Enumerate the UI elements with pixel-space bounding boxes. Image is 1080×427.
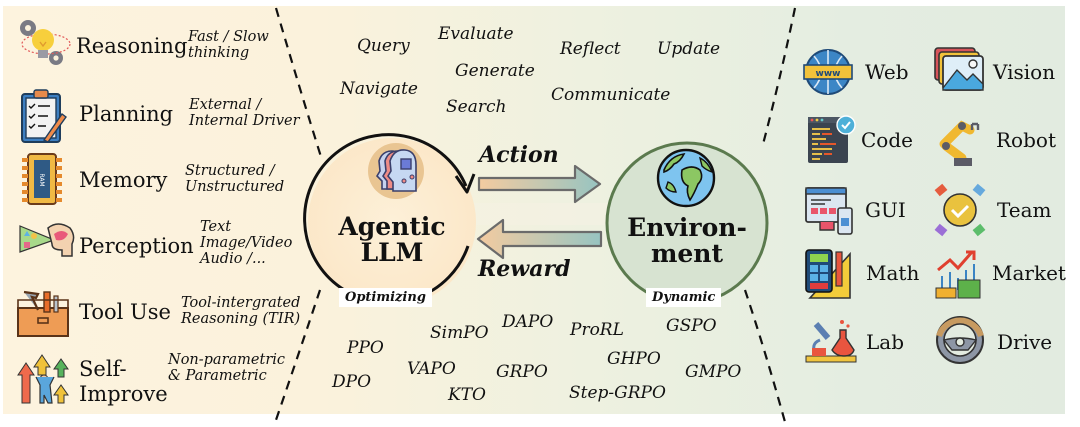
capability-planning-label: Planning bbox=[79, 102, 174, 126]
eye-head-perception-icon bbox=[19, 223, 75, 257]
action-arrow-label: Action bbox=[479, 142, 559, 168]
upward-arrows-person-icon bbox=[17, 354, 69, 404]
action-verb: Query bbox=[357, 36, 410, 56]
capability-reasoning-desc: Fast / Slow thinking bbox=[188, 29, 269, 61]
environment-robot-label: Robot bbox=[996, 128, 1056, 152]
svg-text:RAM: RAM bbox=[38, 173, 45, 186]
environment-dynamic-tag: Dynamic bbox=[646, 288, 722, 307]
toolbox-icon bbox=[17, 290, 69, 337]
environment-lab-label: Lab bbox=[866, 330, 905, 354]
desc-line: External / bbox=[189, 97, 262, 113]
algorithm-label: GRPO bbox=[496, 362, 548, 382]
environment-math-label: Math bbox=[866, 261, 920, 285]
desc-line: Image/Video bbox=[200, 235, 293, 252]
algorithm-label: GMPO bbox=[685, 362, 742, 382]
algorithm-label: GSPO bbox=[666, 316, 717, 336]
capability-tool-use-label: Tool Use bbox=[79, 300, 171, 324]
environment-web-label: Web bbox=[865, 60, 909, 84]
image-gallery-icon bbox=[934, 47, 984, 91]
agent-circle bbox=[308, 138, 476, 306]
action-verb: Generate bbox=[455, 61, 535, 81]
right-divider-line bbox=[760, 7, 797, 149]
agent-title-line: Agentic bbox=[338, 212, 446, 241]
microscope-flask-icon bbox=[805, 320, 857, 363]
capability-self-improve-desc: Non-parametric & Parametric bbox=[168, 352, 285, 384]
left-divider-line bbox=[274, 7, 324, 161]
action-arrow bbox=[477, 164, 602, 204]
desc-line: Non-parametric bbox=[168, 352, 286, 368]
action-verb: Search bbox=[446, 97, 507, 117]
reward-arrow-label: Reward bbox=[478, 256, 571, 282]
agent-title: Agentic LLM bbox=[334, 212, 450, 268]
action-verb: Reflect bbox=[560, 39, 621, 59]
capability-tool-use-desc: Tool-intergrated Reasoning (TIR) bbox=[181, 295, 300, 327]
label-line: Self- bbox=[79, 357, 127, 381]
environment-vision-label: Vision bbox=[993, 60, 1056, 84]
environment-team-label: Team bbox=[997, 198, 1052, 222]
algorithm-label: SimPO bbox=[430, 323, 489, 343]
algorithm-label: DAPO bbox=[502, 312, 554, 332]
clipboard-checklist-icon bbox=[21, 89, 67, 143]
action-verb: Evaluate bbox=[438, 24, 514, 44]
market-chart-coins-icon bbox=[935, 250, 981, 299]
algorithm-label: VAPO bbox=[407, 359, 456, 379]
arrow-band bbox=[470, 203, 610, 225]
left-divider-line-lower bbox=[274, 289, 322, 421]
desc-line: Unstructured bbox=[185, 179, 285, 196]
ai-head-chip-icon bbox=[368, 143, 424, 199]
www-globe-icon: www bbox=[803, 49, 853, 95]
algorithm-label: DPO bbox=[332, 372, 372, 392]
desc-line: Structured / bbox=[185, 163, 275, 179]
calculator-ruler-icon bbox=[805, 249, 851, 299]
robot-arm-icon bbox=[939, 120, 980, 166]
environment-code-label: Code bbox=[861, 128, 913, 152]
environment-drive-label: Drive bbox=[997, 330, 1053, 354]
capability-self-improve-label: Self- Improve bbox=[79, 357, 168, 407]
environment-title: Environ- ment bbox=[620, 213, 754, 269]
action-verb: Navigate bbox=[340, 79, 418, 99]
right-divider-line-lower bbox=[743, 289, 787, 423]
algorithm-label: Step-GRPO bbox=[569, 383, 666, 403]
environment-gui-label: GUI bbox=[865, 198, 906, 222]
capability-perception-desc: Text Image/Video Audio /... bbox=[200, 219, 292, 268]
desc-line: Reasoning (TIR) bbox=[181, 311, 301, 328]
algorithm-label: PPO bbox=[347, 338, 384, 358]
agent-cycle-arrowhead bbox=[454, 173, 476, 194]
algorithm-label: KTO bbox=[448, 385, 486, 405]
desc-line: Text bbox=[200, 219, 232, 235]
algorithm-label: ProRL bbox=[570, 320, 624, 340]
algorithm-label: GHPO bbox=[607, 349, 661, 369]
desc-line: Tool-intergrated bbox=[181, 295, 301, 311]
capability-memory-label: Memory bbox=[79, 168, 168, 192]
desc-line: Fast / Slow bbox=[188, 29, 269, 45]
environment-title-line: ment bbox=[650, 239, 724, 269]
desc-line: thinking bbox=[188, 45, 250, 62]
action-verb: Update bbox=[657, 39, 721, 59]
svg-text:www: www bbox=[816, 69, 841, 79]
capability-memory-desc: Structured / Unstructured bbox=[185, 163, 284, 195]
label-line: Improve bbox=[79, 382, 168, 407]
desc-line: & Parametric bbox=[168, 368, 267, 385]
capability-perception-label: Perception bbox=[79, 234, 194, 258]
agent-optimizing-tag: Optimizing bbox=[339, 288, 432, 307]
steering-wheel-icon bbox=[936, 316, 984, 364]
desc-line: Internal Driver bbox=[189, 113, 300, 130]
capability-reasoning-label: Reasoning bbox=[76, 34, 188, 58]
reward-arrow bbox=[476, 218, 603, 260]
globe-icon bbox=[656, 148, 716, 208]
ram-chip-icon: RAM bbox=[22, 153, 62, 205]
team-hands-check-icon bbox=[934, 183, 986, 237]
desktop-mobile-gui-icon bbox=[805, 187, 853, 235]
code-editor-check-icon bbox=[808, 115, 856, 163]
environment-title-line: Environ- bbox=[627, 213, 747, 242]
agent-title-line: LLM bbox=[360, 238, 424, 268]
environment-market-label: Market bbox=[992, 261, 1066, 285]
capability-planning-desc: External / Internal Driver bbox=[189, 97, 300, 129]
action-verb: Communicate bbox=[551, 85, 671, 105]
desc-line: Audio /... bbox=[200, 251, 266, 268]
lightbulb-gears-icon bbox=[20, 20, 71, 65]
